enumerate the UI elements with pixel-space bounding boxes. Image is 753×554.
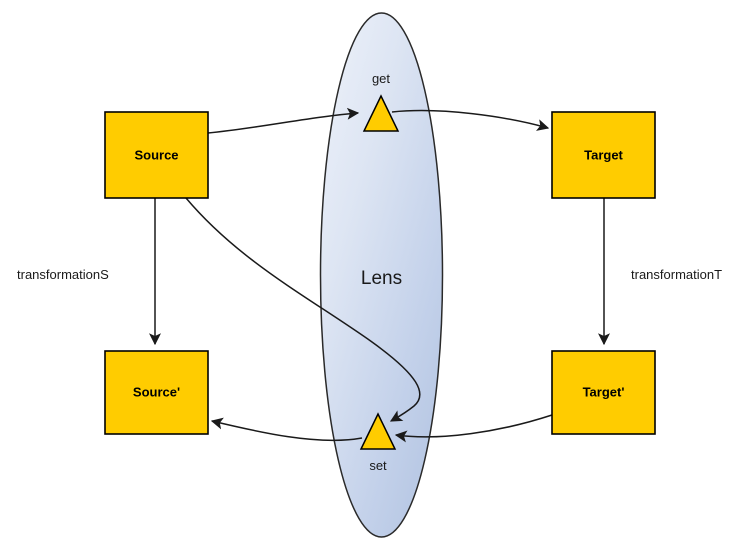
set-label: set (369, 458, 387, 473)
edge-source-to-get (207, 107, 360, 134)
operation-set[interactable]: set (359, 412, 397, 473)
edge-source-to-set (185, 197, 421, 422)
source-box[interactable] (104, 111, 209, 199)
edge-target-prime-to-set (394, 414, 553, 443)
set-triangle[interactable] (359, 412, 397, 450)
source-prime-label: Source' (133, 384, 180, 399)
operation-get[interactable]: get (362, 71, 400, 132)
node-target[interactable]: Target (551, 111, 656, 199)
node-source[interactable]: Source (104, 111, 209, 199)
target-box[interactable] (551, 111, 656, 199)
get-triangle[interactable] (362, 94, 400, 132)
edge-set-to-source-prime (210, 417, 363, 442)
node-source-prime[interactable]: Source' (104, 350, 209, 435)
transformation-s-label: transformationS (17, 267, 109, 282)
target-label: Target (584, 147, 623, 162)
get-label: get (372, 71, 390, 86)
lens-label: Lens (361, 268, 402, 289)
source-prime-box[interactable] (104, 350, 209, 435)
target-prime-label: Target' (583, 384, 625, 399)
lens-ellipse (319, 12, 444, 538)
transformation-t-label: transformationT (631, 267, 722, 282)
edge-get-to-target (391, 109, 550, 131)
node-target-prime[interactable]: Target' (551, 350, 656, 435)
target-prime-box[interactable] (551, 350, 656, 435)
source-label: Source (134, 147, 178, 162)
